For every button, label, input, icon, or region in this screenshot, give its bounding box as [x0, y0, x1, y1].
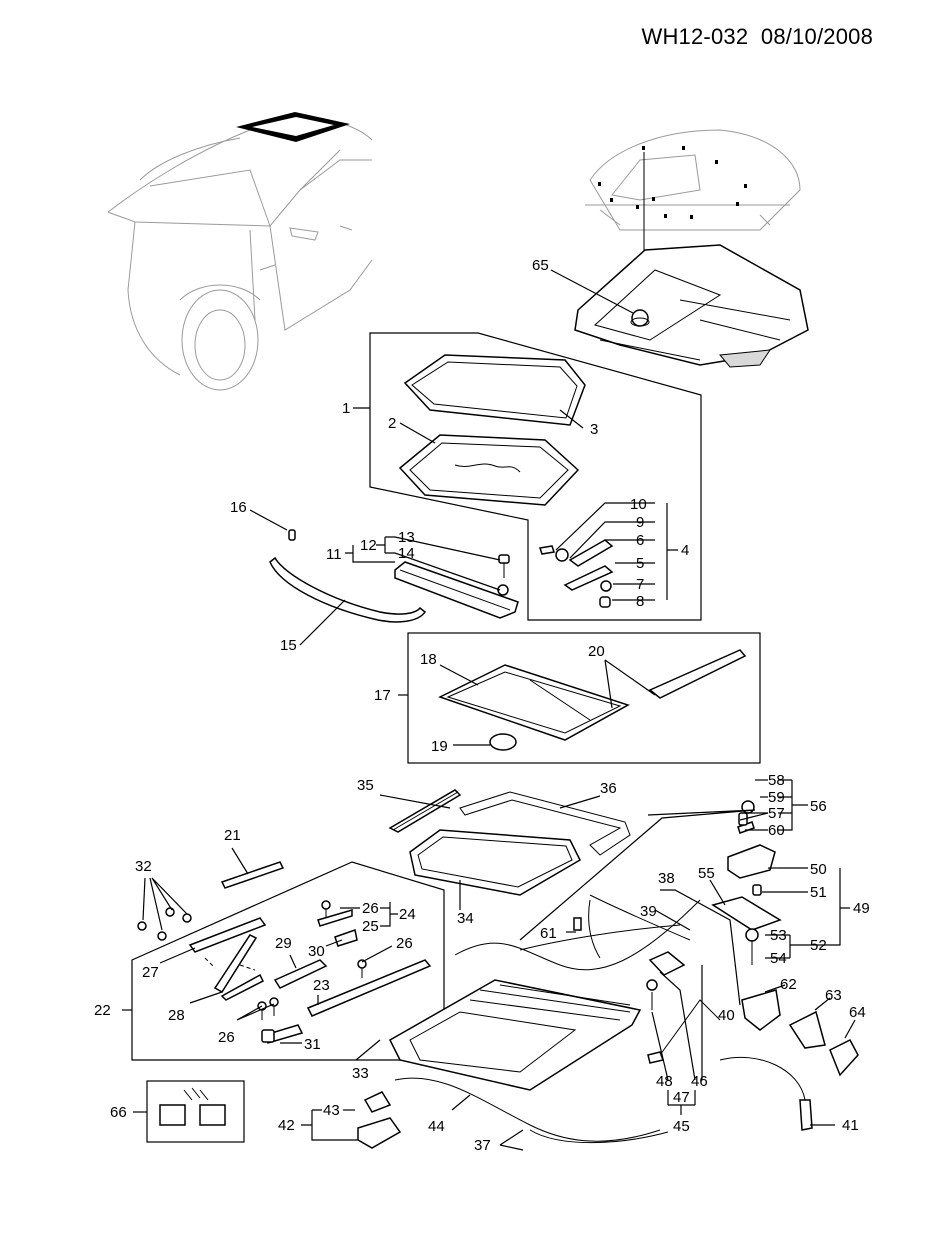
callout-20: 20: [588, 643, 605, 660]
callout-8: 8: [636, 593, 644, 610]
callout-18: 18: [420, 651, 437, 668]
callout-53: 53: [770, 927, 787, 944]
callout-64: 64: [849, 1004, 866, 1021]
callout-40: 40: [718, 1007, 735, 1024]
callout-11: 11: [326, 546, 342, 563]
callout-32: 32: [135, 858, 152, 875]
callout-1: 1: [342, 400, 350, 417]
callout-23: 23: [313, 977, 330, 994]
callout-29: 29: [275, 935, 292, 952]
callout-38: 38: [658, 870, 675, 887]
callout-49: 49: [853, 900, 870, 917]
diagram-header: WH12-032 08/10/2008: [642, 24, 874, 50]
callout-62: 62: [780, 976, 797, 993]
callout-59: 59: [768, 789, 785, 806]
sunshade-group: [407, 632, 761, 764]
callout-9: 9: [636, 514, 644, 531]
callout-19: 19: [431, 738, 448, 755]
callout-30: 30: [308, 943, 325, 960]
callout-22: 22: [94, 1002, 111, 1019]
callout-26c: 26: [218, 1029, 235, 1046]
motor-and-brackets: [573, 800, 859, 1077]
callout-2: 2: [388, 415, 396, 432]
callout-4: 4: [681, 542, 689, 559]
clips-kit: [146, 1080, 245, 1143]
callout-17: 17: [374, 687, 391, 704]
callout-51: 51: [810, 884, 827, 901]
callout-61: 61: [540, 925, 557, 942]
callout-60: 60: [768, 822, 785, 839]
callout-36: 36: [600, 780, 617, 797]
diagram-date: 08/10/2008: [760, 24, 873, 49]
callout-3: 3: [590, 421, 598, 438]
linkage-group: [131, 861, 445, 1061]
callout-6: 6: [636, 532, 644, 549]
callout-16: 16: [230, 499, 247, 516]
callout-15: 15: [280, 637, 297, 654]
callout-41: 41: [842, 1117, 859, 1134]
callout-56: 56: [810, 798, 827, 815]
callout-46: 46: [691, 1073, 708, 1090]
diagram-id: WH12-032: [641, 24, 749, 49]
callout-25: 25: [362, 918, 379, 935]
callout-28: 28: [168, 1007, 185, 1024]
callout-52: 52: [810, 937, 827, 954]
callout-33: 33: [352, 1065, 369, 1082]
callout-14: 14: [398, 545, 415, 562]
callout-57: 57: [768, 805, 785, 822]
callout-5: 5: [636, 555, 644, 572]
callout-35: 35: [357, 777, 374, 794]
callout-43: 43: [323, 1102, 340, 1119]
callout-65: 65: [532, 257, 549, 274]
callout-12: 12: [360, 537, 377, 554]
callout-13: 13: [398, 529, 415, 546]
callout-34: 34: [457, 910, 474, 927]
sunroof-frame-and-cables: [389, 894, 813, 1144]
callout-54: 54: [770, 950, 787, 967]
glass-panel-group: [369, 332, 702, 621]
deflector-and-rail: [269, 529, 519, 623]
callout-37: 37: [474, 1137, 491, 1154]
callout-48: 48: [656, 1073, 673, 1090]
callout-47: 47: [673, 1089, 690, 1106]
callout-50: 50: [810, 861, 827, 878]
callout-7: 7: [636, 576, 644, 593]
callout-10: 10: [630, 496, 647, 513]
callout-27: 27: [142, 964, 159, 981]
callout-58: 58: [768, 772, 785, 789]
callout-21: 21: [224, 827, 241, 844]
callout-66: 66: [110, 1104, 127, 1121]
leader-lines: [122, 269, 856, 1151]
callout-26a: 26: [362, 900, 379, 917]
callout-labels: 1 2 3 4 5 6 7 8 9 10 11 12 13 14 15 16 1…: [94, 257, 870, 1154]
callout-39: 39: [640, 903, 657, 920]
callout-63: 63: [825, 987, 842, 1004]
callout-26b: 26: [396, 935, 413, 952]
callout-45: 45: [673, 1118, 690, 1135]
sunroof-switch: [357, 1091, 402, 1149]
callout-55: 55: [698, 865, 715, 882]
callout-31: 31: [304, 1036, 321, 1053]
callout-42: 42: [278, 1117, 295, 1134]
headliner-assembly: [574, 129, 809, 368]
part-21-strip: [220, 861, 285, 889]
frame-seals: [388, 789, 631, 896]
callout-44: 44: [428, 1118, 445, 1135]
car-outline-illustration: [107, 112, 373, 391]
callout-24: 24: [399, 906, 416, 923]
